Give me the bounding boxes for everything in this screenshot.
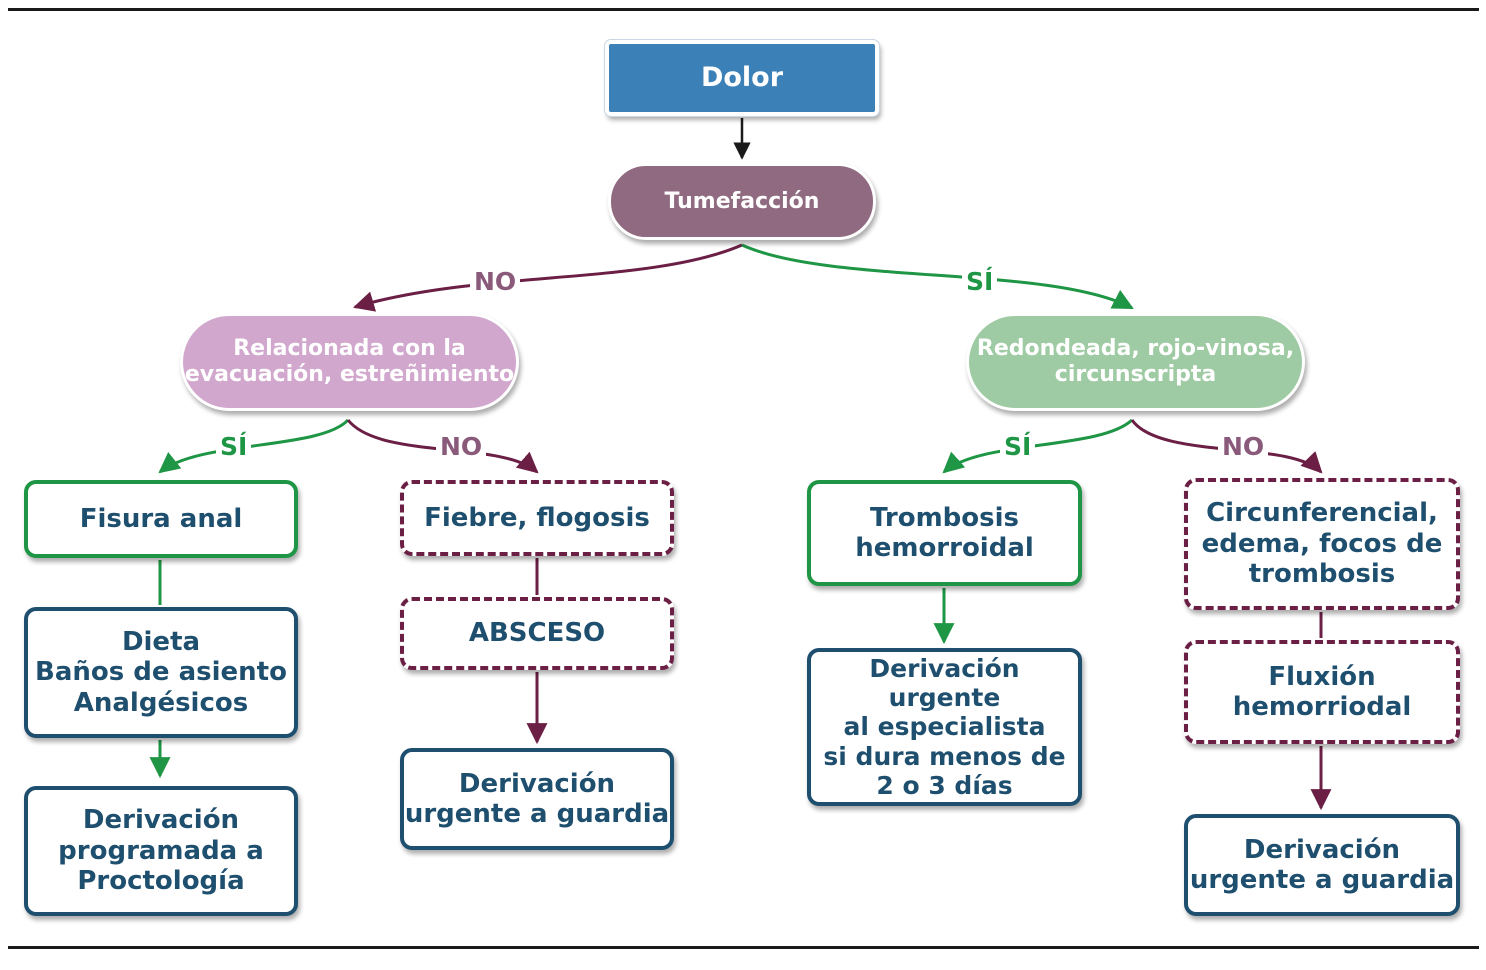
label-top-no: NO [470, 269, 521, 294]
node-derivacion-especialista: Derivación urgente al especialista si du… [807, 648, 1082, 806]
arrow-si-right [741, 243, 1134, 310]
node-derivacion-programada: Derivación programada a Proctología [24, 786, 298, 916]
label-left-si: SÍ [216, 434, 252, 459]
node-fiebre-flogosis: Fiebre, flogosis [400, 480, 674, 556]
node-derivacion-guardia-izquierda: Derivación urgente a guardia [400, 748, 674, 850]
node-dolor: Dolor [604, 39, 880, 117]
label-right-si: SÍ [1000, 434, 1036, 459]
label-left-no: NO [436, 434, 487, 459]
node-dieta-tratamiento: Dieta Baños de asiento Analgésicos [24, 607, 298, 738]
node-circunferencial: Circunferencial, edema, focos de trombos… [1184, 478, 1460, 610]
node-absceso: ABSCESO [400, 597, 674, 670]
arrow-no-left [352, 243, 743, 312]
node-redondeada: Redondeada, rojo-vinosa, circunscripta [966, 313, 1305, 411]
label-right-no: NO [1218, 434, 1269, 459]
arrow-si-trombosis [942, 418, 1134, 474]
node-relacionada-evacuacion: Relacionada con la evacuación, estreñimi… [180, 313, 519, 411]
node-trombosis-hemorroidal: Trombosis hemorroidal [807, 480, 1082, 586]
arrow-si-fisura [158, 418, 350, 474]
top-rule [8, 8, 1479, 11]
bottom-rule [8, 946, 1479, 949]
node-tumefaccion: Tumefacción [608, 163, 876, 240]
label-top-si: SÍ [962, 269, 998, 294]
node-fluxion-hemorriodal: Fluxión hemorriodal [1184, 640, 1460, 744]
node-derivacion-guardia-derecha: Derivación urgente a guardia [1184, 814, 1460, 916]
node-fisura-anal: Fisura anal [24, 480, 298, 558]
